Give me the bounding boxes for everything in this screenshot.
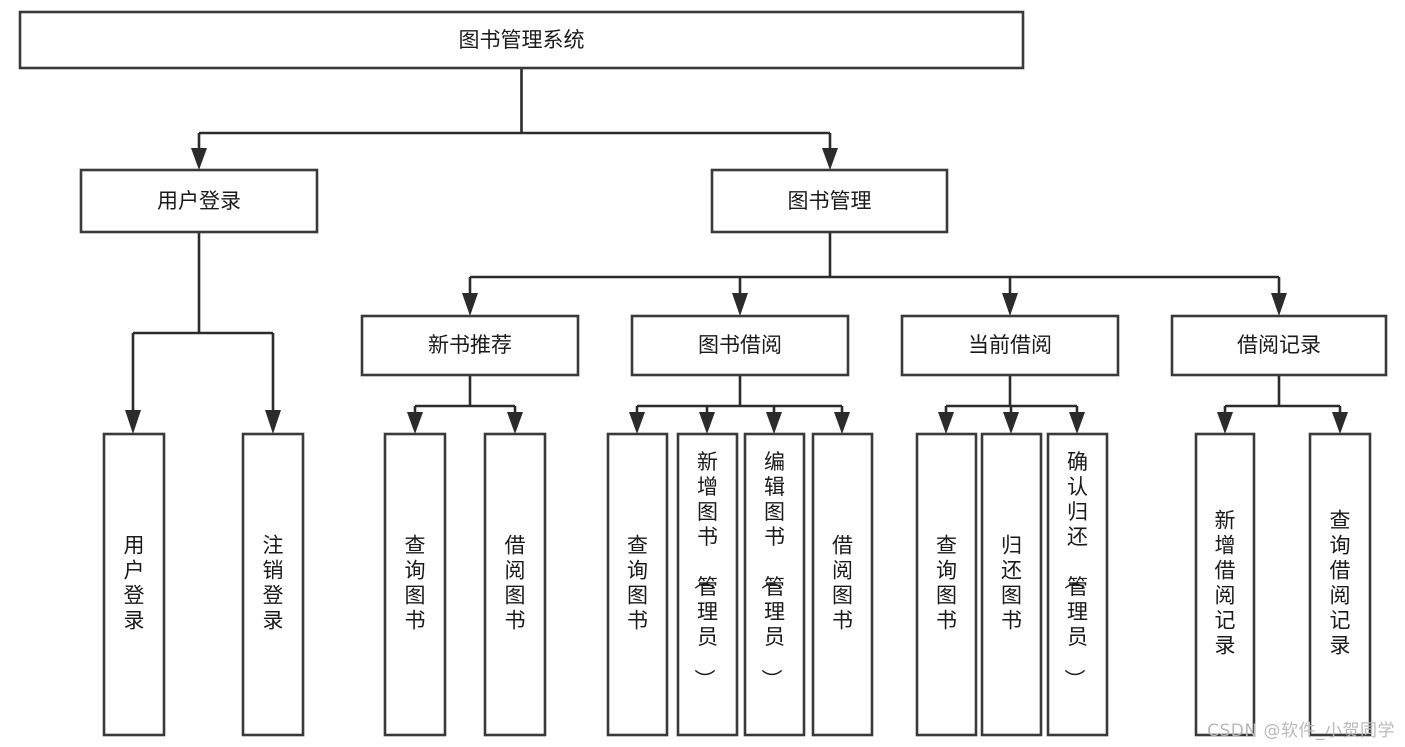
- node-leaf-query-book-3-label: 查询图书: [936, 533, 957, 632]
- node-leaf-query-book-1-box[interactable]: [383, 432, 447, 737]
- node-leaf-query-book-2-label: 查询图书: [627, 533, 648, 632]
- node-book-borrow[interactable]: 图书借阅: [630, 314, 850, 377]
- arrow-leaf-add-record: [1217, 412, 1233, 434]
- node-leaf-query-book-3-box[interactable]: [915, 432, 978, 737]
- node-current-borrow-label: 当前借阅: [968, 333, 1052, 357]
- node-leaf-borrow-book-1-label: 借阅图书: [505, 533, 526, 632]
- leaf-node-layer: 用户登录 注销登录 查询图书 借阅图书 查询图书 新增图书（管理员） 编辑图书（管理员） 借阅…: [102, 432, 1372, 737]
- node-root-label: 图书管理系统: [459, 28, 585, 52]
- node-book-borrow-label: 图书借阅: [698, 333, 782, 357]
- arrow-to-new-book-rec: [462, 293, 478, 316]
- node-new-book-rec-label: 新书推荐: [428, 333, 512, 357]
- node-leaf-query-book-1[interactable]: 查询图书: [383, 432, 447, 737]
- arrow-leaf-confirm-return: [1069, 412, 1085, 434]
- node-leaf-confirm-return[interactable]: 确认归还（管理员）: [1046, 432, 1109, 737]
- node-leaf-confirm-return-label: 确认归还（管理员）: [1062, 450, 1088, 690]
- node-leaf-user-login-label: 用户登录: [124, 533, 145, 632]
- node-book-borrow-box[interactable]: [630, 314, 850, 377]
- arrow-to-current-borrow: [1002, 293, 1018, 316]
- arrow-to-borrow-record: [1271, 293, 1287, 316]
- arrow-leaf-query-book-2: [629, 412, 645, 434]
- node-user-login[interactable]: 用户登录: [79, 168, 319, 234]
- node-leaf-user-login-box[interactable]: [102, 432, 166, 737]
- node-leaf-add-book-label: 新增图书（管理员）: [692, 450, 718, 690]
- arrow-to-book-manage: [822, 148, 838, 170]
- node-leaf-confirm-return-box[interactable]: [1046, 432, 1109, 737]
- node-root-box[interactable]: [18, 10, 1025, 70]
- node-leaf-user-logout-box[interactable]: [241, 432, 305, 737]
- arrow-leaf-query-record: [1332, 412, 1348, 434]
- node-leaf-query-record[interactable]: 查询借阅记录: [1308, 432, 1372, 737]
- node-leaf-query-book-2[interactable]: 查询图书: [606, 432, 669, 737]
- node-borrow-record-label: 借阅记录: [1237, 333, 1321, 357]
- arrow-to-user-login: [191, 148, 207, 170]
- node-leaf-borrow-book-2-box[interactable]: [811, 432, 874, 737]
- node-leaf-add-record-label: 新增借阅记录: [1215, 508, 1236, 657]
- node-leaf-add-record-box[interactable]: [1194, 432, 1256, 737]
- node-leaf-add-book[interactable]: 新增图书（管理员）: [676, 432, 739, 737]
- node-new-book-rec[interactable]: 新书推荐: [360, 314, 580, 377]
- node-borrow-record-box[interactable]: [1170, 314, 1388, 377]
- node-current-borrow-box[interactable]: [900, 314, 1120, 377]
- node-leaf-edit-book-label: 编辑图书（管理员）: [759, 450, 785, 690]
- arrow-leaf-user-logout: [265, 410, 281, 434]
- node-leaf-return-book[interactable]: 归还图书: [980, 432, 1043, 737]
- node-leaf-query-record-label: 查询借阅记录: [1330, 508, 1351, 657]
- node-leaf-query-book-2-box[interactable]: [606, 432, 669, 737]
- node-leaf-query-record-box[interactable]: [1308, 432, 1372, 737]
- node-leaf-user-logout[interactable]: 注销登录: [241, 432, 305, 737]
- node-leaf-edit-book-box[interactable]: [743, 432, 806, 737]
- node-book-manage-label: 图书管理: [788, 189, 872, 213]
- node-leaf-add-book-box[interactable]: [676, 432, 739, 737]
- arrow-leaf-edit-book: [766, 412, 782, 434]
- node-user-login-box[interactable]: [79, 168, 319, 234]
- arrow-leaf-borrow-book-1: [507, 412, 523, 434]
- node-leaf-add-record[interactable]: 新增借阅记录: [1194, 432, 1256, 737]
- node-new-book-rec-box[interactable]: [360, 314, 580, 377]
- arrow-leaf-user-login: [125, 410, 141, 434]
- node-book-manage-box[interactable]: [710, 168, 949, 234]
- arrow-leaf-borrow-book-2: [834, 412, 850, 434]
- node-leaf-query-book-3[interactable]: 查询图书: [915, 432, 978, 737]
- connector-group: [125, 68, 1348, 434]
- node-leaf-borrow-book-2[interactable]: 借阅图书: [811, 432, 874, 737]
- node-leaf-return-book-label: 归还图书: [1001, 533, 1022, 632]
- arrow-to-book-borrow: [732, 293, 748, 316]
- node-leaf-borrow-book-1-box[interactable]: [483, 432, 547, 737]
- node-root[interactable]: 图书管理系统: [18, 10, 1025, 70]
- node-user-login-label: 用户登录: [157, 189, 241, 213]
- node-leaf-edit-book[interactable]: 编辑图书（管理员）: [743, 432, 806, 737]
- node-leaf-user-logout-label: 注销登录: [263, 533, 284, 632]
- node-leaf-borrow-book-1[interactable]: 借阅图书: [483, 432, 547, 737]
- arrow-leaf-query-book-1: [407, 412, 423, 434]
- node-current-borrow[interactable]: 当前借阅: [900, 314, 1120, 377]
- node-borrow-record[interactable]: 借阅记录: [1170, 314, 1388, 377]
- arrow-leaf-add-book: [699, 412, 715, 434]
- arrow-leaf-return-book: [1003, 412, 1019, 434]
- node-leaf-query-book-1-label: 查询图书: [405, 533, 426, 632]
- node-leaf-return-book-box[interactable]: [980, 432, 1043, 737]
- node-leaf-user-login[interactable]: 用户登录: [102, 432, 166, 737]
- node-leaf-borrow-book-2-label: 借阅图书: [832, 533, 853, 632]
- node-book-manage[interactable]: 图书管理: [710, 168, 949, 234]
- arrow-leaf-query-book-3: [938, 412, 954, 434]
